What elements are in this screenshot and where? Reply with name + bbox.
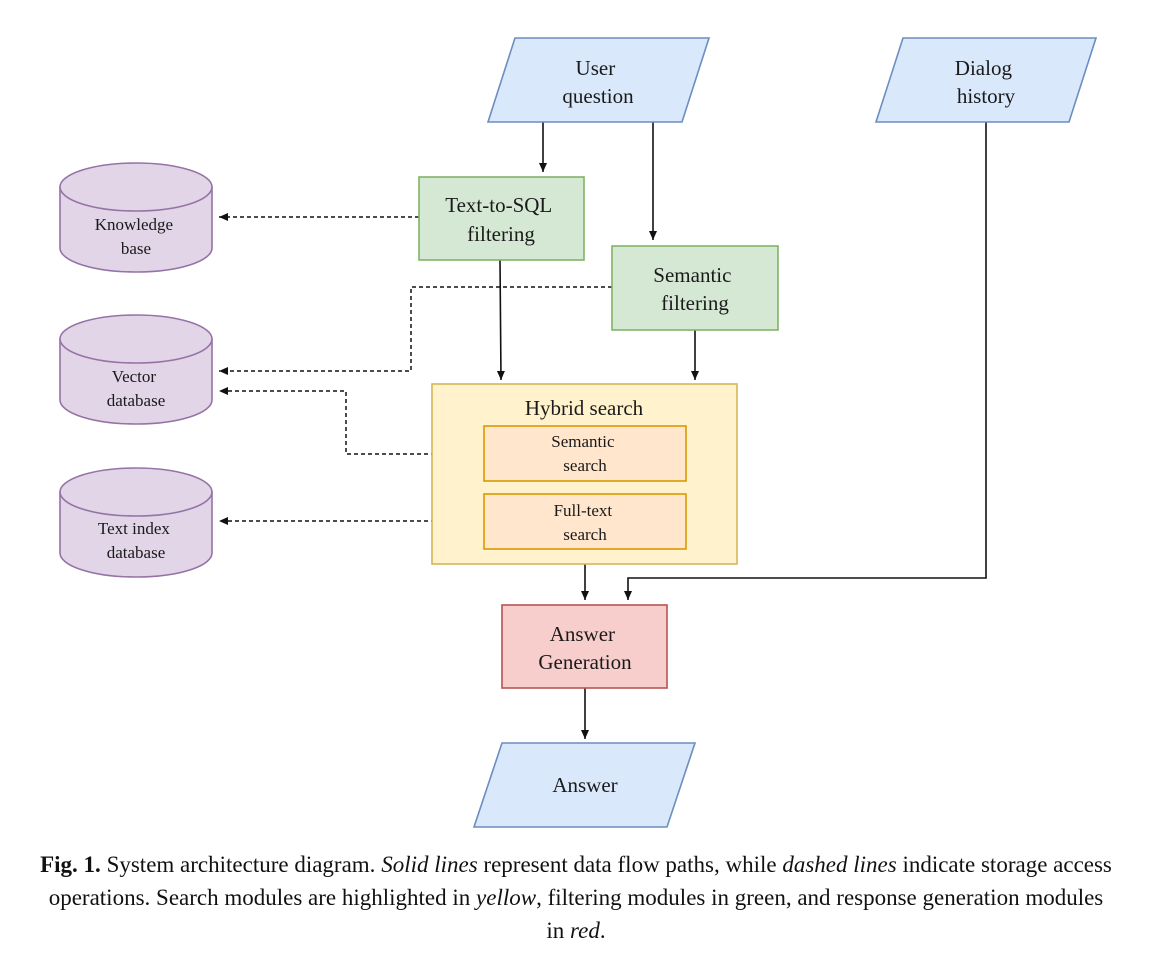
knowledge-base-line-2: base <box>121 239 151 258</box>
full-text-search-line-1: Full-text <box>554 501 613 520</box>
text-index-database-line-1: Text index <box>98 519 170 538</box>
user-question-node: User question <box>486 37 711 123</box>
dialog-history-shape <box>874 37 1098 123</box>
text-to-sql-line-2: filtering <box>467 222 535 246</box>
knowledge-base-line-1: Knowledge <box>95 215 173 234</box>
answer-generation-shape <box>501 604 668 689</box>
answer-generation-node: Answer Generation <box>501 604 668 689</box>
svg-text:Text index database: Text index database <box>98 519 174 562</box>
semantic-search-node: Semantic search <box>483 425 687 482</box>
svg-text:Vector database: Vector database <box>107 367 166 410</box>
answer-generation-line-1: Answer <box>550 622 615 646</box>
edge-dialog-to-generation <box>624 122 987 600</box>
edge-semantic-filter-to-vector-db <box>219 286 612 375</box>
edge-semantic-search-to-vector-db <box>219 387 484 455</box>
hybrid-search-node: Hybrid search Semantic search Full-text … <box>431 383 738 565</box>
knowledge-base-db: Knowledge base <box>59 162 213 273</box>
svg-text:Dialog history: Dialog history <box>955 56 1017 108</box>
dialog-history-line-2: history <box>957 84 1016 108</box>
vector-database-cylinder-top <box>59 314 213 364</box>
user-question-line-2: question <box>562 84 634 108</box>
dialog-history-node: Dialog history <box>874 37 1098 123</box>
caption-text-4: , filtering modules in green, and respon… <box>536 885 1104 943</box>
svg-text:User question: User question <box>562 56 634 108</box>
caption-text-3: indicate storage access operations. Sear… <box>48 852 1112 910</box>
full-text-search-shape <box>483 493 687 550</box>
semantic-search-line-1: Semantic <box>551 432 615 451</box>
svg-text:Semantic search: Semantic search <box>551 432 619 475</box>
caption-text-5: . <box>599 918 606 943</box>
caption-text-2: represent data flow paths, while <box>477 852 783 877</box>
edge-text2sql-to-hybrid <box>496 259 505 381</box>
text-to-sql-filtering-node: Text-to-SQL filtering <box>418 176 585 261</box>
text-index-database-line-2: database <box>107 543 166 562</box>
caption-emphasis-solid-lines: Solid lines <box>381 852 478 877</box>
semantic-filtering-line-2: filtering <box>661 291 729 315</box>
text-to-sql-shape <box>418 176 585 261</box>
text-index-database-db: Text index database <box>59 467 213 578</box>
svg-text:Knowledge base: Knowledge base <box>95 215 178 258</box>
semantic-search-shape <box>483 425 687 482</box>
vector-database-line-1: Vector <box>112 367 157 386</box>
svg-text:Full-text search: Full-text search <box>554 501 617 544</box>
user-question-line-1: User <box>576 56 616 80</box>
vector-database-db: Vector database <box>59 314 213 425</box>
architecture-diagram: User question Dialog history Answer Text… <box>59 37 1098 828</box>
answer-generation-line-2: Generation <box>538 650 632 674</box>
svg-text:Text-to-SQL filtering: Text-to-SQL filtering <box>445 193 556 246</box>
vector-database-line-2: database <box>107 391 166 410</box>
caption-emphasis-yellow: yellow <box>476 885 537 910</box>
answer-shape <box>472 742 697 828</box>
answer-node: Answer <box>472 742 697 828</box>
semantic-filtering-shape <box>611 245 779 331</box>
answer-label: Answer <box>552 773 617 797</box>
caption-emphasis-dashed-lines: dashed lines <box>782 852 897 877</box>
text-to-sql-line-1: Text-to-SQL <box>445 193 551 217</box>
svg-text:Semantic filtering: Semantic filtering <box>653 263 736 315</box>
semantic-filtering-node: Semantic filtering <box>611 245 779 331</box>
full-text-search-node: Full-text search <box>483 493 687 550</box>
caption-text-1: System architecture diagram. <box>100 852 382 877</box>
caption-label: Fig. 1. <box>40 852 101 877</box>
full-text-search-line-2: search <box>563 525 607 544</box>
semantic-filtering-line-1: Semantic <box>653 263 731 287</box>
text-index-database-cylinder-top <box>59 467 213 517</box>
caption-emphasis-red: red <box>570 918 600 943</box>
dialog-history-line-1: Dialog <box>955 56 1013 80</box>
svg-text:Answer: Answer <box>552 773 617 797</box>
svg-text:Answer Generation: Answer Generation <box>538 622 632 674</box>
user-question-shape <box>486 37 711 123</box>
hybrid-search-title: Hybrid search <box>525 396 644 420</box>
figure-caption: Fig. 1. System architecture diagram. Sol… <box>40 848 1112 947</box>
knowledge-base-cylinder-top <box>59 162 213 212</box>
semantic-search-line-2: search <box>563 456 607 475</box>
